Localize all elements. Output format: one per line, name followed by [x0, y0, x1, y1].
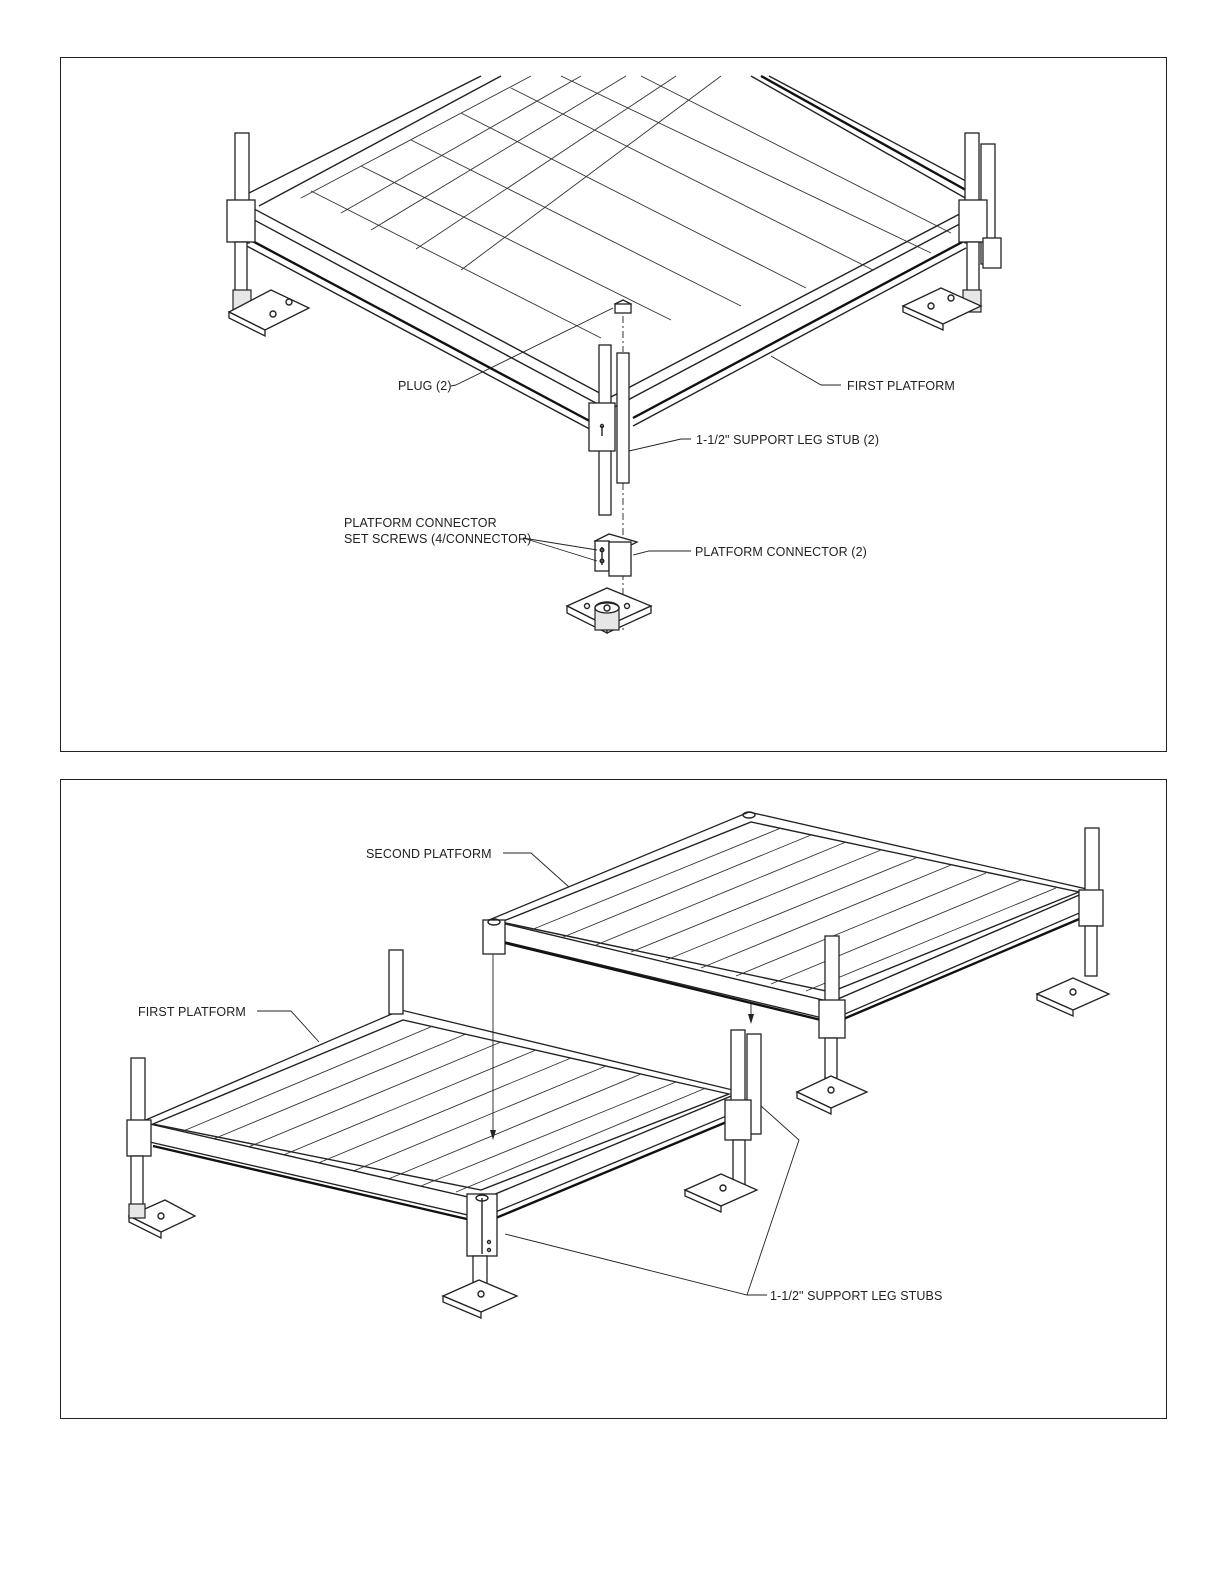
support-leg-stub-leader	[629, 439, 691, 451]
support-leg-stubs-label: 1-1/2" SUPPORT LEG STUBS	[770, 1289, 942, 1303]
set-screws-label-line1: PLATFORM CONNECTOR	[344, 516, 497, 530]
plug-label: PLUG (2)	[398, 379, 452, 393]
first-platform-label: FIRST PLATFORM	[138, 1005, 246, 1019]
front-foot-plate	[567, 588, 651, 633]
first-platform-leader	[771, 356, 841, 385]
set-screws-label-line2: SET SCREWS (4/CONNECTOR)	[344, 532, 531, 546]
support-leg-stub-label: 1-1/2" SUPPORT LEG STUB (2)	[696, 433, 879, 447]
figure-1-drawing: PLUG (2) FIRST PLATFORM 1-1/2" SUPPORT L…	[61, 58, 1168, 753]
support-leg-stubs-leader-1	[505, 1234, 767, 1295]
platform-connector	[595, 534, 637, 576]
figure-1-panel: PLUG (2) FIRST PLATFORM 1-1/2" SUPPORT L…	[60, 57, 1167, 752]
second-platform-leader	[503, 853, 569, 887]
second-platform-label: SECOND PLATFORM	[366, 847, 492, 861]
platform-connector-leader	[633, 551, 691, 555]
figure-2-drawing: SECOND PLATFORM FIRST PLATFORM 1-1/2" SU…	[61, 780, 1168, 1420]
first-platform-leader	[257, 1011, 319, 1042]
back-left-leg	[227, 133, 309, 336]
set-screws-leader-2	[523, 538, 597, 561]
set-screws-leader-1	[523, 538, 597, 550]
plug-leader	[456, 308, 613, 385]
platform-connector-label: PLATFORM CONNECTOR (2)	[695, 545, 867, 559]
first-platform-label: FIRST PLATFORM	[847, 379, 955, 393]
figure-2-panel: SECOND PLATFORM FIRST PLATFORM 1-1/2" SU…	[60, 779, 1167, 1419]
plug	[615, 300, 631, 313]
